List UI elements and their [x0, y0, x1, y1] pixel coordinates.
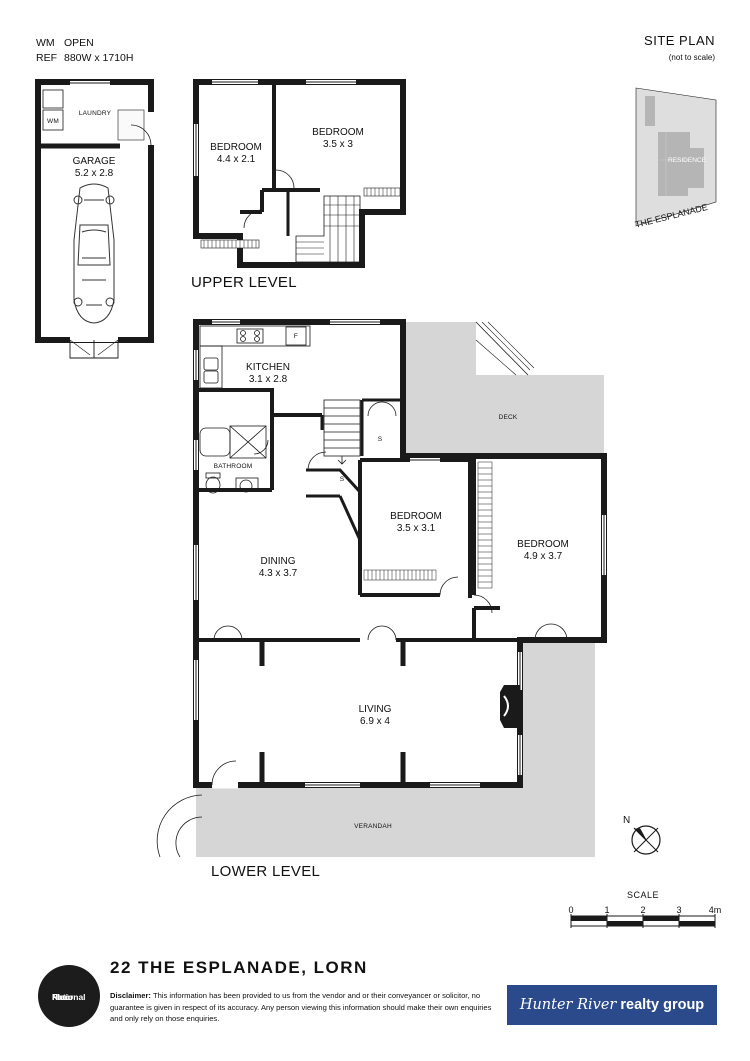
site-plan-subtitle: (not to scale): [668, 53, 715, 62]
lower-level-plan: [193, 319, 607, 789]
upper-level-title: UPPER LEVEL: [191, 274, 297, 291]
room-label-lower-bedroom-1: BEDROOM 3.5 x 3.1: [390, 511, 442, 535]
property-address: 22 THE ESPLANADE, LORN: [110, 958, 368, 977]
room-label-bathroom: BATHROOM: [213, 463, 253, 470]
logo-line: Floor: [52, 992, 74, 1002]
room-label-garage: GARAGE 5.2 x 2.8: [73, 156, 116, 180]
room-name: BEDROOM: [312, 127, 364, 138]
disclaimer: Disclaimer: This information has been pr…: [110, 990, 500, 1025]
wardrobe-hatch: [203, 188, 396, 248]
site-plan-residence-label: RESIDENCE: [668, 157, 706, 164]
legend-key: REF: [36, 52, 57, 64]
legend-value: OPEN: [64, 37, 94, 49]
room-name: BEDROOM: [390, 511, 442, 522]
car-icon: [73, 183, 115, 324]
disclaimer-lead: Disclaimer:: [110, 991, 151, 1000]
fireplace: [500, 685, 520, 728]
room-name: BEDROOM: [517, 539, 569, 550]
room-name: LIVING: [358, 704, 392, 715]
scale-bar: [570, 914, 716, 928]
room-label-upper-bedroom-1: BEDROOM 4.4 x 2.1: [210, 142, 262, 166]
scale-tick: 2: [640, 905, 646, 915]
logo-line: National: [52, 992, 86, 1002]
room-name: GARAGE: [72, 156, 116, 167]
room-label-store: S: [377, 436, 383, 443]
room-size: 4.9 x 3.7: [523, 551, 563, 562]
upper-level-plan: [193, 79, 406, 268]
legend-row: REF 880W x 1710H: [36, 51, 133, 66]
room-label-wm: WM: [47, 118, 59, 125]
room-name: KITCHEN: [246, 362, 290, 373]
room-label-verandah: VERANDAH: [354, 823, 392, 830]
floorplan-national-logo: Floor Plan National: [38, 965, 100, 1027]
room-size: 4.3 x 3.7: [258, 568, 298, 579]
room-label-dining: DINING 4.3 x 3.7: [259, 556, 297, 580]
compass-icon: [631, 825, 661, 855]
garage-block: [35, 79, 155, 359]
legend: WM OPEN REF 880W x 1710H: [36, 36, 133, 66]
scale-label: SCALE: [627, 890, 660, 900]
room-size: 3.1 x 2.8: [248, 374, 288, 385]
kitchen-fixtures: [199, 325, 311, 389]
room-size: 5.2 x 2.8: [74, 168, 114, 179]
agent-logo: Hunter River realty group: [507, 985, 717, 1025]
room-name: BEDROOM: [210, 142, 262, 153]
room-size: 4.4 x 2.1: [216, 154, 256, 165]
room-name: DINING: [260, 556, 296, 567]
legend-key: WM: [36, 37, 55, 49]
room-size: 3.5 x 3: [322, 139, 354, 150]
outdoor-areas: [156, 321, 604, 858]
wardrobe-hatch-lower: [363, 461, 493, 589]
site-plan-title: SITE PLAN: [644, 33, 715, 48]
agent-name-part1: Hunter River: [519, 997, 617, 1013]
room-label-lower-bedroom-2: BEDROOM 4.9 x 3.7: [517, 539, 569, 563]
scale-tick: 0: [568, 905, 574, 915]
room-label-fridge: F: [293, 333, 299, 340]
room-label-living: LIVING 6.9 x 4: [359, 704, 392, 728]
room-label-store: S: [339, 476, 345, 483]
legend-value: 880W x 1710H: [64, 52, 134, 64]
room-size: 6.9 x 4: [359, 716, 391, 727]
disclaimer-text: This information has been provided to us…: [110, 991, 492, 1023]
scale-tick: 1: [604, 905, 610, 915]
stair-flights: [323, 399, 361, 465]
room-label-kitchen: KITCHEN 3.1 x 2.8: [246, 362, 290, 386]
bathroom-fixtures: [199, 425, 267, 494]
compass-north-label: N: [623, 815, 631, 826]
room-label-deck: DECK: [498, 414, 518, 421]
scale-tick: 3: [676, 905, 682, 915]
agent-name-part2: realty group: [620, 997, 705, 1013]
room-size: 3.5 x 3.1: [396, 523, 436, 534]
scale-tick: 4m: [708, 905, 722, 915]
room-label-upper-bedroom-2: BEDROOM 3.5 x 3: [312, 127, 364, 151]
logo-line: Plan: [52, 992, 70, 1002]
room-label-laundry: LAUNDRY: [78, 110, 112, 117]
site-plan: [635, 87, 717, 227]
legend-row: WM OPEN: [36, 36, 133, 51]
lower-level-title: LOWER LEVEL: [211, 863, 321, 880]
